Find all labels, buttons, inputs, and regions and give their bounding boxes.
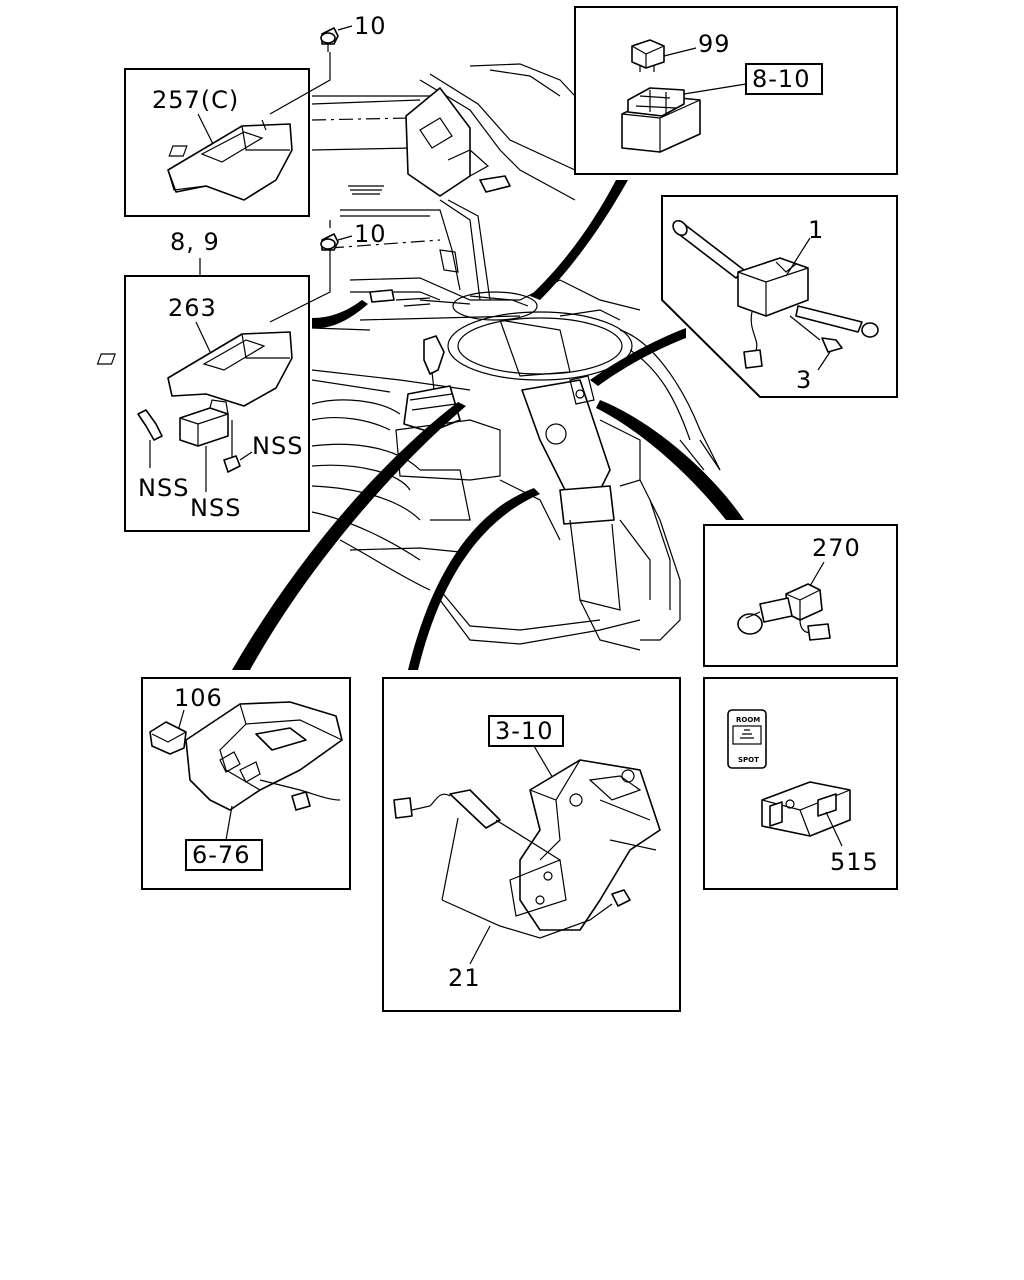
callout-wedges: [232, 180, 744, 670]
switch-263-group: 263 NSS NSS NSS: [96, 294, 303, 522]
item-106-group: 106 6-76: [149, 684, 343, 871]
label-item-106: 106: [174, 684, 223, 712]
label-ref-3-10: 3-10: [495, 717, 553, 745]
label-switch-270: 270: [812, 534, 861, 562]
box-switch-263: [124, 275, 310, 532]
label-relay-99: 99: [698, 30, 731, 58]
box-switch-257c: [124, 68, 310, 217]
label-switch-515: 515: [830, 848, 879, 876]
label-combo-switch-1: 1: [808, 216, 824, 244]
ref-89-group: 8, 9: [170, 228, 220, 276]
box-sensor-21: [382, 677, 681, 1012]
switch-515-group: ROOM SPOT 515: [727, 709, 879, 876]
combo-switch-1-group: 1 3: [672, 216, 879, 394]
label-nss-right: NSS: [252, 432, 303, 460]
label-room: ROOM: [736, 716, 760, 724]
label-switch-263: 263: [168, 294, 217, 322]
bolt-10-top-group: 10: [269, 12, 387, 115]
label-sensor-21: 21: [448, 964, 481, 992]
label-nss-bottom: NSS: [190, 494, 241, 522]
label-spot: SPOT: [738, 756, 759, 764]
label-bolt-10-mid: 10: [354, 220, 387, 248]
label-screw-3: 3: [796, 366, 812, 394]
cab-interior-illustration: [311, 63, 721, 651]
ref-box-8-10: [745, 63, 823, 95]
label-ref-8-10: 8-10: [752, 65, 810, 93]
label-nss-left: NSS: [138, 474, 189, 502]
label-switch-257c: 257(C): [152, 86, 239, 114]
relay-99-group: 99 8-10: [621, 30, 823, 153]
box-switch-270: [703, 524, 898, 667]
box-relay: [574, 6, 898, 175]
switch-257c-group: 257(C): [152, 86, 293, 201]
box-switch-515: [703, 677, 898, 890]
bolt-10-mid-group: 10: [269, 220, 387, 323]
ref-box-6-76: [185, 839, 263, 871]
sensor-21-group: 3-10 21: [393, 715, 661, 992]
label-ref-89: 8, 9: [170, 228, 220, 256]
label-ref-6-76: 6-76: [192, 841, 250, 869]
label-bolt-10-top: 10: [354, 12, 387, 40]
ref-box-3-10: [488, 715, 564, 747]
box-item-106: [141, 677, 351, 890]
switch-270-group: 270: [737, 534, 861, 641]
box-combo-switch: [661, 195, 898, 398]
room-spot-switch-face: [727, 709, 767, 769]
